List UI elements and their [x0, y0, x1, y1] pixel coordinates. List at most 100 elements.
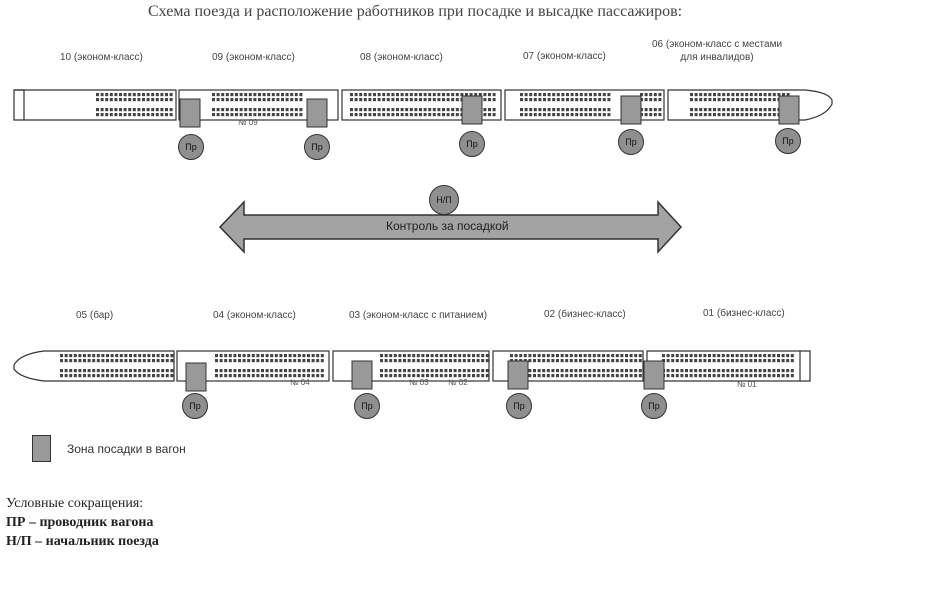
seat — [147, 374, 151, 378]
seat — [242, 354, 246, 358]
seat — [754, 374, 757, 378]
seat — [216, 113, 220, 117]
seat — [69, 369, 73, 373]
seat — [694, 369, 698, 373]
seat — [216, 98, 220, 102]
seat — [768, 93, 772, 97]
seat — [288, 369, 292, 373]
seat — [726, 108, 730, 112]
seat — [430, 369, 434, 373]
boarding-zone-legend-swatch — [32, 435, 51, 462]
seat — [763, 113, 767, 117]
seat — [235, 113, 238, 117]
seat — [653, 113, 657, 117]
seat — [772, 98, 776, 102]
seat — [634, 359, 638, 363]
seat — [488, 93, 491, 97]
seat — [790, 354, 794, 358]
seat — [423, 113, 427, 117]
seat — [267, 113, 271, 117]
seat — [698, 374, 702, 378]
seat — [165, 359, 169, 363]
seat — [396, 93, 399, 97]
seat — [419, 93, 422, 97]
seat — [83, 359, 86, 363]
seat — [270, 354, 274, 358]
seat — [274, 369, 278, 373]
seat — [519, 354, 523, 358]
seat — [350, 108, 353, 112]
seat — [772, 354, 776, 358]
seat — [708, 98, 712, 102]
seat — [225, 113, 229, 117]
seat — [124, 374, 128, 378]
seat — [666, 374, 670, 378]
seat — [721, 354, 725, 358]
seat — [421, 369, 425, 373]
seat — [638, 374, 642, 378]
seat — [302, 374, 306, 378]
seat — [73, 369, 77, 373]
seat — [583, 374, 587, 378]
seat — [123, 113, 127, 117]
seat — [749, 93, 753, 97]
seat — [311, 354, 315, 358]
seat — [703, 113, 707, 117]
seat — [256, 354, 260, 358]
seat — [435, 354, 439, 358]
seat — [137, 93, 141, 97]
seat — [589, 93, 592, 97]
seat — [124, 359, 128, 363]
seat — [216, 93, 220, 97]
seat — [698, 354, 702, 358]
seat — [583, 359, 587, 363]
seat — [552, 113, 556, 117]
seat — [316, 359, 320, 363]
seat — [142, 354, 146, 358]
seat — [293, 354, 297, 358]
seat — [165, 108, 168, 112]
seat — [212, 108, 215, 112]
conductor-badge: Пр — [459, 131, 485, 157]
seat — [247, 374, 251, 378]
seat — [307, 374, 310, 378]
seat — [634, 354, 638, 358]
seat — [533, 98, 537, 102]
seat — [105, 108, 109, 112]
seat — [386, 113, 390, 117]
seat — [253, 108, 257, 112]
boarding-zone — [306, 98, 328, 128]
seat — [488, 113, 491, 117]
seat — [556, 374, 559, 378]
seat — [442, 113, 445, 117]
seat — [114, 113, 118, 117]
seat — [239, 113, 243, 117]
seat — [271, 108, 275, 112]
seat — [488, 108, 491, 112]
seat — [492, 113, 496, 117]
seat — [110, 359, 114, 363]
seat — [123, 93, 127, 97]
car-label-06: 06 (эконом-класс с местами для инвалидов… — [652, 38, 782, 64]
seat — [649, 93, 653, 97]
seat — [265, 354, 269, 358]
seat — [105, 98, 109, 102]
seat — [396, 113, 399, 117]
seat — [96, 354, 100, 358]
seat — [772, 369, 776, 373]
seat — [146, 98, 150, 102]
seat — [244, 113, 248, 117]
seat — [744, 374, 748, 378]
seat — [114, 108, 118, 112]
seat — [602, 354, 605, 358]
seat — [400, 98, 404, 102]
seat — [759, 113, 762, 117]
seat — [713, 98, 716, 102]
seat — [60, 369, 63, 373]
seat — [248, 108, 252, 112]
seat — [703, 93, 707, 97]
seat — [781, 359, 785, 363]
seat — [128, 93, 132, 97]
seat — [781, 354, 785, 358]
seat — [281, 108, 284, 112]
